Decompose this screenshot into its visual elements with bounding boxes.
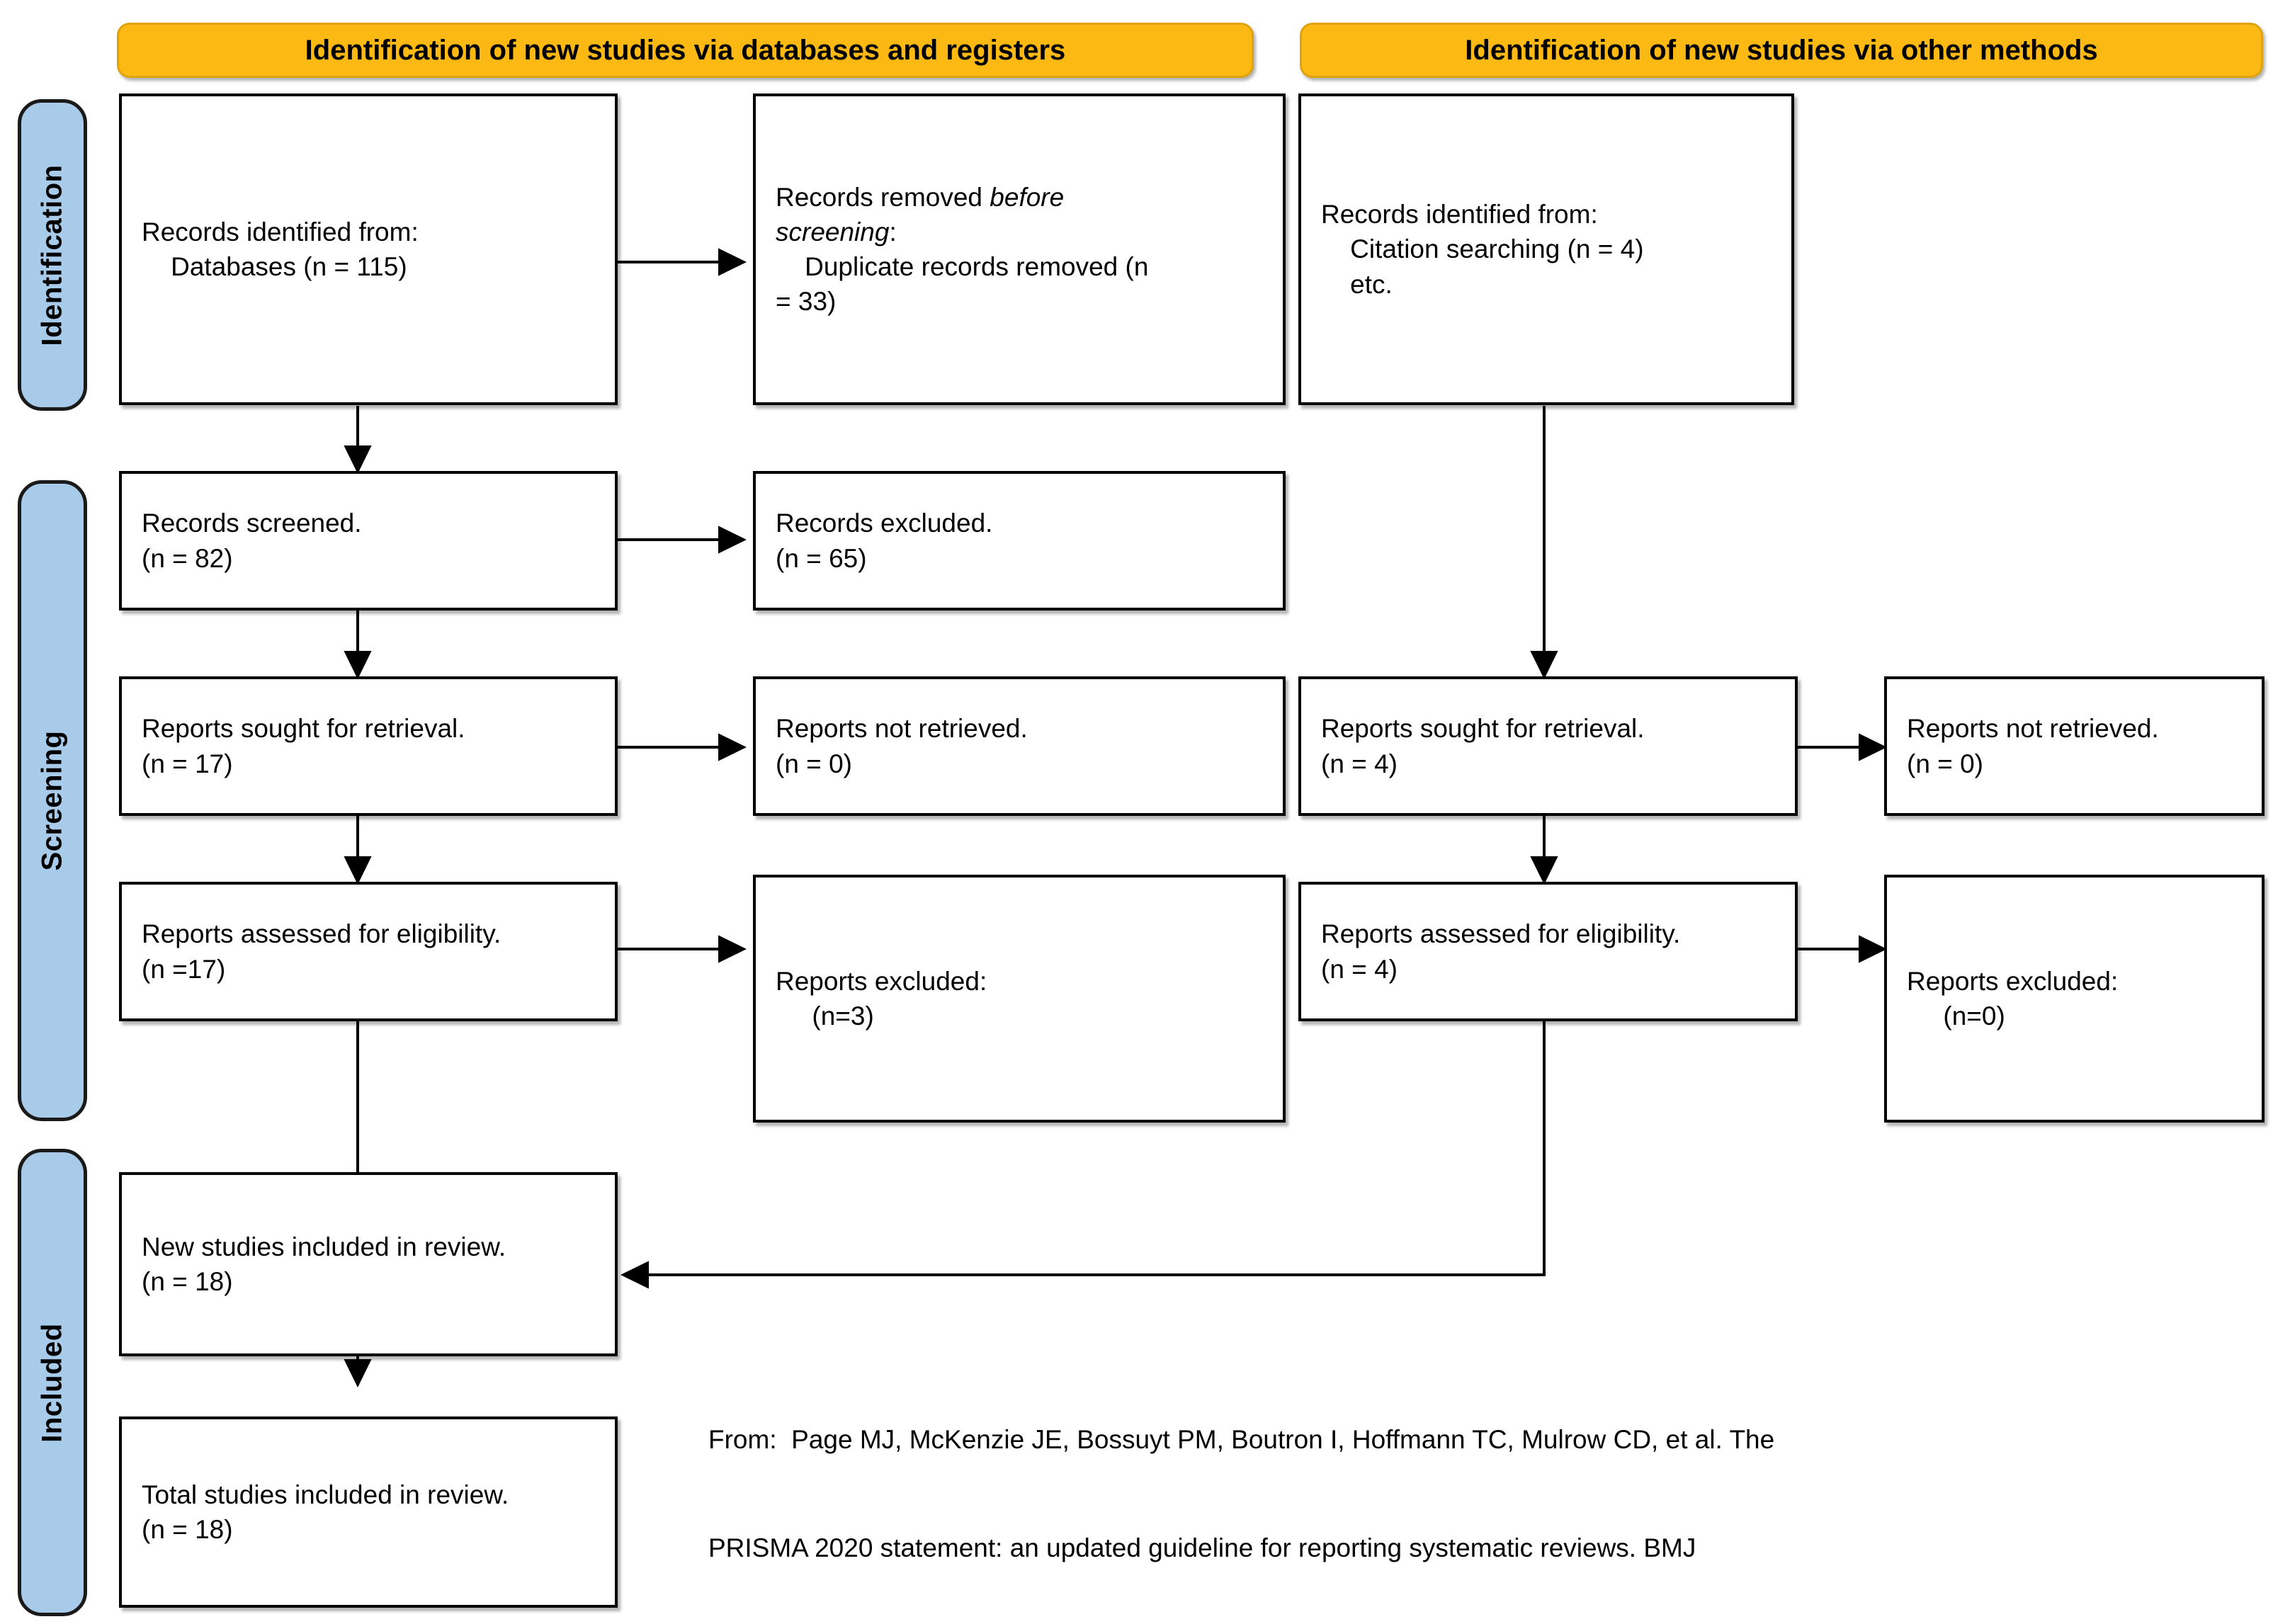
box-reports-not-retrieved-databases: Reports not retrieved. (n = 0) — [753, 676, 1286, 816]
box-text-line-2: (n = 82) — [142, 543, 233, 573]
citation-block: From: Page MJ, McKenzie JE, Bossuyt PM, … — [708, 1349, 2054, 1624]
box-text-line-1: Records excluded. — [776, 509, 993, 538]
box-reports-assessed-databases: Reports assessed for eligibility. (n =17… — [119, 882, 618, 1021]
box-new-studies-included: New studies included in review. (n = 18) — [119, 1172, 618, 1356]
box-text-line-1: Reports assessed for eligibility. — [142, 919, 501, 949]
box-text-line-4: = 33) — [776, 287, 837, 317]
box-text-line-2: (n = 4) — [1321, 954, 1398, 984]
box-text-line-2: (n=3) — [776, 1001, 874, 1030]
box-text-line-2: (n = 18) — [142, 1515, 233, 1544]
box-text-line-2: screening: — [776, 215, 1263, 249]
box-text-line-3: Duplicate records removed (n — [776, 252, 1149, 281]
stage-label-included: Included — [36, 1322, 68, 1443]
column-header-other-label: Identification of new studies via other … — [1465, 34, 2098, 66]
box-reports-not-retrieved-other: Reports not retrieved. (n = 0) — [1884, 676, 2265, 816]
box-text-line-1: Reports sought for retrieval. — [1321, 714, 1645, 744]
stage-pill-identification: Identification — [18, 99, 87, 411]
box-text-line-2: (n = 17) — [142, 749, 233, 778]
box-reports-excluded-databases: Reports excluded: (n=3) — [753, 875, 1286, 1123]
box-text-line-1: Reports not retrieved. — [776, 714, 1028, 744]
box-text-line-1: Records identified from: — [1321, 200, 1598, 229]
box-records-identified-databases: Records identified from: Databases (n = … — [119, 93, 618, 405]
box-records-excluded: Records excluded. (n = 65) — [753, 471, 1286, 611]
box-text-line-2: (n = 18) — [142, 1267, 233, 1296]
box-text-line-1: New studies included in review. — [142, 1232, 506, 1261]
box-text-line-2: Databases (n = 115) — [142, 252, 407, 281]
stage-label-identification: Identification — [36, 164, 68, 346]
records-removed-emph-screening: screening — [776, 217, 890, 246]
box-text-line-2: (n = 0) — [1907, 749, 1983, 778]
box-records-identified-other: Records identified from: Citation search… — [1298, 93, 1794, 405]
box-text-line-1: Reports excluded: — [1907, 966, 2119, 996]
box-text-line-1: Records identified from: — [142, 217, 419, 246]
box-text-line-2: (n =17) — [142, 954, 226, 984]
box-text-line-2: Citation searching (n = 4) — [1321, 234, 1644, 264]
box-text-line-1: Records removed before — [776, 180, 1263, 215]
stage-pill-screening: Screening — [18, 480, 87, 1121]
box-records-removed-before-screening: Records removed before screening: Duplic… — [753, 93, 1286, 405]
box-reports-excluded-other: Reports excluded: (n=0) — [1884, 875, 2265, 1123]
box-text-line-1: Reports assessed for eligibility. — [1321, 919, 1681, 949]
box-text-line-1: Records screened. — [142, 509, 362, 538]
column-header-databases: Identification of new studies via databa… — [117, 23, 1254, 78]
records-removed-prefix: Records removed — [776, 182, 990, 212]
citation-line-2: PRISMA 2020 statement: an updated guidel… — [708, 1533, 1696, 1563]
box-reports-assessed-other: Reports assessed for eligibility. (n = 4… — [1298, 882, 1798, 1021]
box-reports-sought-databases: Reports sought for retrieval. (n = 17) — [119, 676, 618, 816]
records-removed-emph-before: before — [990, 182, 1065, 212]
box-total-studies-included: Total studies included in review. (n = 1… — [119, 1416, 618, 1608]
records-removed-colon: : — [889, 217, 897, 246]
box-text-line-1: Reports excluded: — [776, 966, 987, 996]
box-reports-sought-other: Reports sought for retrieval. (n = 4) — [1298, 676, 1798, 816]
box-text-line-2: (n = 4) — [1321, 749, 1398, 778]
column-header-other: Identification of new studies via other … — [1300, 23, 2263, 78]
citation-line-1: From: Page MJ, McKenzie JE, Bossuyt PM, … — [708, 1425, 1775, 1455]
stage-label-screening: Screening — [36, 730, 68, 871]
box-text-line-2: (n = 0) — [776, 749, 852, 778]
column-header-databases-label: Identification of new studies via databa… — [305, 34, 1066, 66]
stage-pill-included: Included — [18, 1149, 87, 1616]
box-text-line-1: Total studies included in review. — [142, 1480, 509, 1509]
box-text-line-2: (n = 65) — [776, 543, 867, 573]
box-records-screened: Records screened. (n = 82) — [119, 471, 618, 611]
box-text-line-1: Reports sought for retrieval. — [142, 714, 465, 744]
box-text-line-2: (n=0) — [1907, 1001, 2005, 1030]
box-text-line-1: Reports not retrieved. — [1907, 714, 2159, 744]
box-text-line-3: etc. — [1321, 269, 1393, 299]
